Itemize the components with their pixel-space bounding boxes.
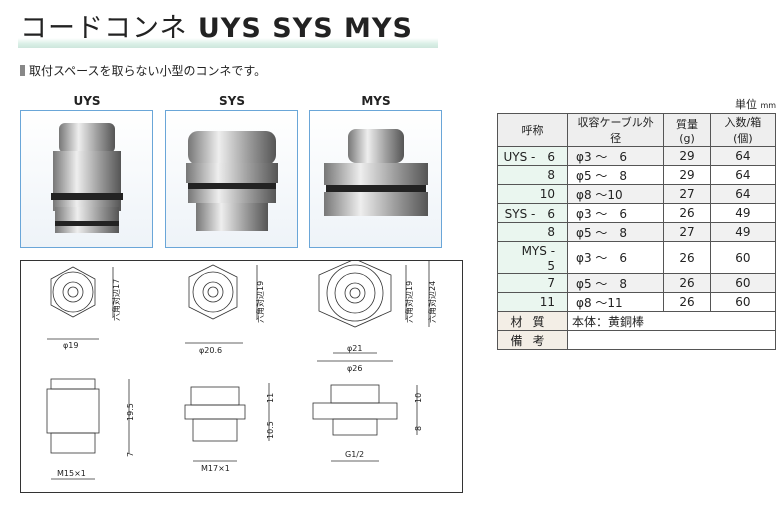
mass-cell: 27 xyxy=(663,184,711,204)
model-cell: MYS - 5 xyxy=(496,241,569,274)
remarks-value xyxy=(567,330,776,350)
photo-uys xyxy=(20,110,153,248)
mys-hex1: 六角対辺19 xyxy=(404,281,414,323)
mass-cell: 26 xyxy=(663,292,711,312)
remarks-label: 備考 xyxy=(496,330,569,350)
unit-text: 単位 xyxy=(735,98,757,111)
qty-cell: 60 xyxy=(709,292,777,312)
subtitle: 取付スペースを取らない小型のコンネです。 xyxy=(20,62,266,79)
material-value: 本体：黄銅棒 xyxy=(567,311,776,331)
header-qty: 入数/箱(個) xyxy=(709,113,777,147)
drawing-labels: φ19 六角対辺17 19.5 7 M15×1 φ20.6 六角対辺19 11 … xyxy=(57,279,437,478)
title-underline xyxy=(18,38,438,48)
mass-cell: 26 xyxy=(663,273,711,293)
uys-thread: M15×1 xyxy=(57,469,86,478)
cable-od-cell: φ5 ～ 8 xyxy=(567,273,665,293)
qty-cell: 49 xyxy=(709,203,777,223)
product-label-mys: MYS xyxy=(361,94,391,108)
qty-cell: 64 xyxy=(709,146,777,166)
mys-diameter1: φ21 xyxy=(347,344,362,353)
drawings-svg xyxy=(46,258,430,480)
cable-od-cell: φ3 ～ 6 xyxy=(567,146,665,166)
cable-od-cell: φ5 ～ 8 xyxy=(567,222,665,242)
uys-height1: 19.5 xyxy=(126,403,135,421)
qty-cell: 49 xyxy=(709,222,777,242)
cable-od-cell: φ3 ～ 6 xyxy=(567,241,665,274)
mass-cell: 26 xyxy=(663,203,711,223)
qty-cell: 64 xyxy=(709,184,777,204)
cable-od-cell: φ8 ～11 xyxy=(567,292,665,312)
header-cable-od: 収容ケーブル外径 xyxy=(567,113,665,147)
qty-cell: 60 xyxy=(709,273,777,293)
unit-label: 単位 mm xyxy=(735,96,776,112)
mys-diameter2: φ26 xyxy=(347,364,362,373)
unit-mm: mm xyxy=(760,101,777,110)
dimension-drawings: φ19 六角対辺17 19.5 7 M15×1 φ20.6 六角対辺19 11 … xyxy=(20,258,463,493)
connector-image xyxy=(51,123,123,233)
sys-height2: 10.5 xyxy=(266,421,275,439)
qty-cell: 64 xyxy=(709,165,777,185)
bullet-icon xyxy=(20,65,25,76)
connector-image xyxy=(186,131,278,231)
mys-thread: G1/2 xyxy=(345,450,364,459)
product-label-sys: SYS xyxy=(219,94,245,108)
mys-height2: 8 xyxy=(414,426,423,431)
header-mass: 質量(g) xyxy=(663,113,711,147)
mass-cell: 29 xyxy=(663,146,711,166)
mys-hex2: 六角対辺24 xyxy=(427,281,437,323)
model-cell: 7 xyxy=(496,273,569,293)
table-header: 呼称 収容ケーブル外径 質量(g) 入数/箱(個) xyxy=(496,113,777,147)
subtitle-text: 取付スペースを取らない小型のコンネです。 xyxy=(29,64,267,78)
sys-diameter: φ20.6 xyxy=(199,346,222,355)
connector-image xyxy=(324,129,428,216)
mys-height1: 10 xyxy=(414,393,423,403)
mass-cell: 26 xyxy=(663,241,711,274)
material-label: 材質 xyxy=(496,311,569,331)
model-cell: UYS - 6 xyxy=(496,146,569,166)
remarks-row: 備考 xyxy=(496,330,776,350)
uys-hex: 六角対辺17 xyxy=(111,279,121,321)
sys-height1: 11 xyxy=(266,393,275,403)
cable-od-cell: φ8 ～10 xyxy=(567,184,665,204)
cable-od-cell: φ5 ～ 8 xyxy=(567,165,665,185)
sys-thread: M17×1 xyxy=(201,464,230,473)
model-cell: 11 xyxy=(496,292,569,312)
mass-cell: 29 xyxy=(663,165,711,185)
mass-cell: 27 xyxy=(663,222,711,242)
uys-diameter: φ19 xyxy=(63,341,78,350)
cable-od-cell: φ3 ～ 6 xyxy=(567,203,665,223)
model-cell: 8 xyxy=(496,222,569,242)
photo-sys xyxy=(165,110,298,248)
uys-height2: 7 xyxy=(126,452,135,457)
qty-cell: 60 xyxy=(709,241,777,274)
material-row: 材質本体：黄銅棒 xyxy=(496,311,776,331)
product-label-uys: UYS xyxy=(73,94,101,108)
model-cell: 10 xyxy=(496,184,569,204)
model-cell: SYS - 6 xyxy=(496,203,569,223)
photo-mys xyxy=(309,110,442,248)
model-cell: 8 xyxy=(496,165,569,185)
sys-hex: 六角対辺19 xyxy=(255,281,265,323)
header-name: 呼称 xyxy=(496,113,569,147)
